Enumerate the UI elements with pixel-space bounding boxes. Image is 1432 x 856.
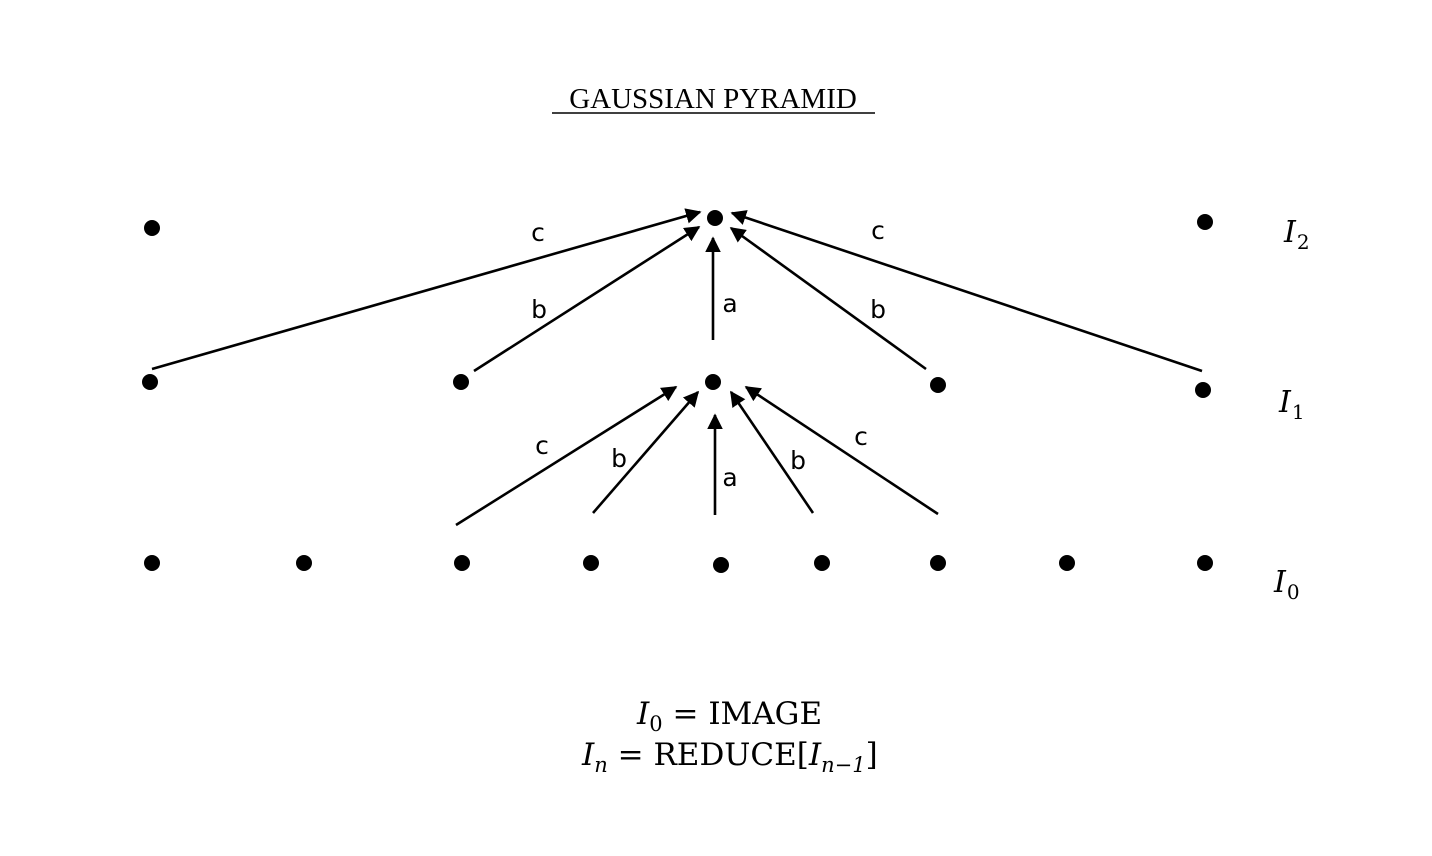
node-i0-1 (144, 555, 160, 571)
node-i1-2 (453, 374, 469, 390)
weight-label-c: c (531, 218, 545, 247)
level-i1-nodes (142, 374, 1211, 398)
node-i0-7 (930, 555, 946, 571)
level-i2-nodes (144, 210, 1213, 236)
node-i1-3 (705, 374, 721, 390)
edges-i0-to-i1 (455, 385, 939, 527)
weight-label-c: c (854, 422, 868, 451)
node-i0-5 (713, 557, 729, 573)
edge-top-c-right (730, 210, 1203, 373)
level-i0-nodes (144, 555, 1213, 573)
weight-label-b: b (790, 446, 806, 475)
node-i1-4 (930, 377, 946, 393)
weight-label-a: a (722, 463, 737, 492)
level-label-i1: I1 (1278, 385, 1305, 424)
weight-label-b: b (870, 295, 886, 324)
node-i0-9 (1197, 555, 1213, 571)
weight-labels-top: c b a b c (531, 216, 886, 324)
weight-label-c: c (871, 216, 885, 245)
edge-bottom-b-right (729, 390, 815, 514)
weight-label-b: b (611, 444, 627, 473)
edge-top-b-left (473, 225, 701, 373)
level-label-i0: I0 (1273, 565, 1300, 604)
equation-line-1: I0 = IMAGE (636, 696, 822, 736)
weight-label-b: b (531, 295, 547, 324)
weight-label-a: a (722, 289, 737, 318)
node-i0-2 (296, 555, 312, 571)
equation-line-2: In = REDUCE[In−1] (581, 737, 878, 777)
node-i2-left (144, 220, 160, 236)
edge-top-b-right (729, 226, 927, 371)
node-i0-3 (454, 555, 470, 571)
node-i2-center (707, 210, 723, 226)
node-i1-5 (1195, 382, 1211, 398)
node-i0-8 (1059, 555, 1075, 571)
edge-bottom-b-left (592, 390, 700, 514)
node-i0-4 (583, 555, 599, 571)
node-i2-right (1197, 214, 1213, 230)
level-label-i2: I2 (1283, 215, 1310, 254)
weight-label-c: c (535, 431, 549, 460)
edge-bottom-c-left (455, 385, 678, 527)
node-i1-1 (142, 374, 158, 390)
weight-labels-bottom: c b a b c (535, 422, 868, 492)
diagram-title: GAUSSIAN PYRAMID (569, 83, 857, 115)
node-i0-6 (814, 555, 830, 571)
edge-top-c-left (151, 208, 702, 371)
edge-bottom-c-right (744, 385, 939, 516)
edges-i1-to-i2 (151, 208, 1203, 373)
